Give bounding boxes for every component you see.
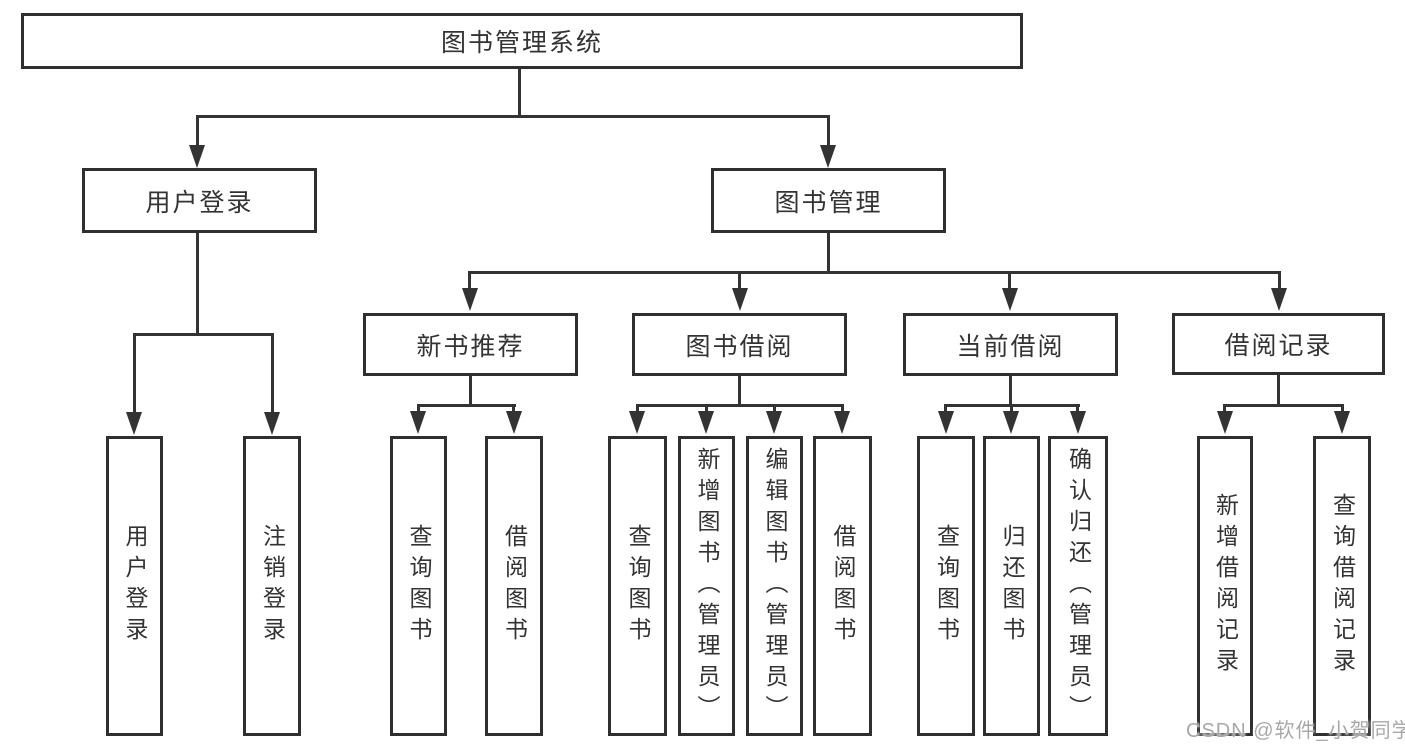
leaf-label: 注销登录 — [259, 524, 286, 648]
arrow-down-icon — [1334, 411, 1350, 434]
arrow-down-icon — [462, 288, 478, 311]
connector-line — [518, 69, 521, 118]
leaf-label: 确认归还（管理员） — [1065, 446, 1092, 726]
connector-line — [1010, 404, 1013, 413]
node-leaf-user-login: 用户登录 — [106, 436, 163, 736]
connector-line — [944, 404, 947, 413]
leaf-label: 查询图书 — [933, 524, 960, 648]
arrow-down-icon — [629, 411, 645, 434]
arrow-down-icon — [1003, 411, 1019, 434]
arrow-down-icon — [126, 412, 142, 435]
leaf-label: 借阅图书 — [501, 524, 528, 648]
connector-line — [271, 333, 274, 413]
node-leaf-query-book-recommend: 查询图书 — [390, 436, 447, 736]
node-book-borrow: 图书借阅 — [632, 313, 847, 376]
node-leaf-confirm-return-admin: 确认归还（管理员） — [1048, 436, 1108, 736]
connector-line — [1341, 404, 1344, 413]
connector-line — [1076, 404, 1079, 413]
node-new-book-recommend: 新书推荐 — [363, 313, 578, 376]
arrow-down-icon — [834, 411, 850, 434]
connector-line — [133, 333, 274, 336]
arrow-down-icon — [1002, 288, 1018, 311]
connector-line — [417, 404, 516, 407]
leaf-label: 编辑图书（管理员） — [762, 446, 788, 726]
node-book-management: 图书管理 — [711, 168, 946, 233]
leaf-label: 查询图书 — [406, 524, 432, 648]
node-current-borrow: 当前借阅 — [903, 313, 1118, 376]
arrow-down-icon — [698, 411, 714, 434]
node-user-login: 用户登录 — [82, 168, 317, 233]
arrow-down-icon — [766, 411, 782, 434]
connector-line — [469, 376, 472, 406]
leaf-label: 借阅图书 — [830, 524, 856, 648]
node-leaf-add-book-admin: 新增图书（管理员） — [678, 436, 735, 736]
leaf-label: 用户登录 — [122, 524, 148, 648]
connector-line — [196, 115, 199, 146]
connector-line — [1223, 404, 1344, 407]
leaf-label: 查询借阅记录 — [1329, 493, 1356, 679]
arrow-down-icon — [732, 288, 748, 311]
connector-line — [196, 233, 199, 335]
node-leaf-borrow-book: 借阅图书 — [813, 436, 872, 736]
node-leaf-logout: 注销登录 — [243, 436, 301, 736]
arrow-down-icon — [1271, 288, 1287, 311]
node-leaf-return-book: 归还图书 — [983, 436, 1040, 736]
connector-line — [1277, 375, 1280, 406]
connector-line — [636, 404, 639, 413]
leaf-label: 查询图书 — [625, 524, 651, 648]
arrow-down-icon — [820, 145, 836, 168]
leaf-label: 新增借阅记录 — [1212, 493, 1239, 679]
connector-line — [133, 333, 136, 413]
connector-line — [705, 404, 708, 413]
connector-line — [512, 404, 515, 413]
connector-line — [738, 271, 741, 290]
connector-line — [417, 404, 420, 413]
node-leaf-query-book-current: 查询图书 — [917, 436, 975, 736]
connector-line — [1223, 404, 1226, 413]
arrow-down-icon — [1217, 411, 1233, 434]
node-leaf-edit-book-admin: 编辑图书（管理员） — [746, 436, 803, 736]
connector-line — [1008, 271, 1011, 290]
connector-line — [841, 404, 844, 413]
arrow-down-icon — [264, 412, 280, 435]
watermark: CSDN @软件_小贺同学 — [1186, 720, 1405, 742]
connector-line — [196, 115, 830, 118]
arrow-down-icon — [506, 411, 522, 434]
connector-line — [1009, 376, 1012, 406]
connector-line — [636, 404, 844, 407]
arrow-down-icon — [189, 145, 205, 168]
node-leaf-add-borrow-record: 新增借阅记录 — [1197, 436, 1253, 736]
connector-line — [827, 115, 830, 146]
node-leaf-query-book-borrow: 查询图书 — [608, 436, 667, 736]
connector-line — [1278, 271, 1281, 290]
connector-line — [827, 233, 830, 274]
node-borrow-record: 借阅记录 — [1172, 313, 1385, 375]
node-leaf-query-borrow-record: 查询借阅记录 — [1313, 436, 1371, 736]
connector-line — [468, 271, 1281, 274]
arrow-down-icon — [1070, 411, 1086, 434]
arrow-down-icon — [410, 411, 426, 434]
connector-line — [738, 376, 741, 406]
node-leaf-borrow-book-recommend: 借阅图书 — [485, 436, 543, 736]
arrow-down-icon — [938, 411, 954, 434]
connector-line — [468, 271, 471, 290]
leaf-label: 归还图书 — [999, 524, 1025, 648]
node-root: 图书管理系统 — [21, 13, 1023, 69]
leaf-label: 新增图书（管理员） — [694, 446, 720, 726]
connector-line — [773, 404, 776, 413]
